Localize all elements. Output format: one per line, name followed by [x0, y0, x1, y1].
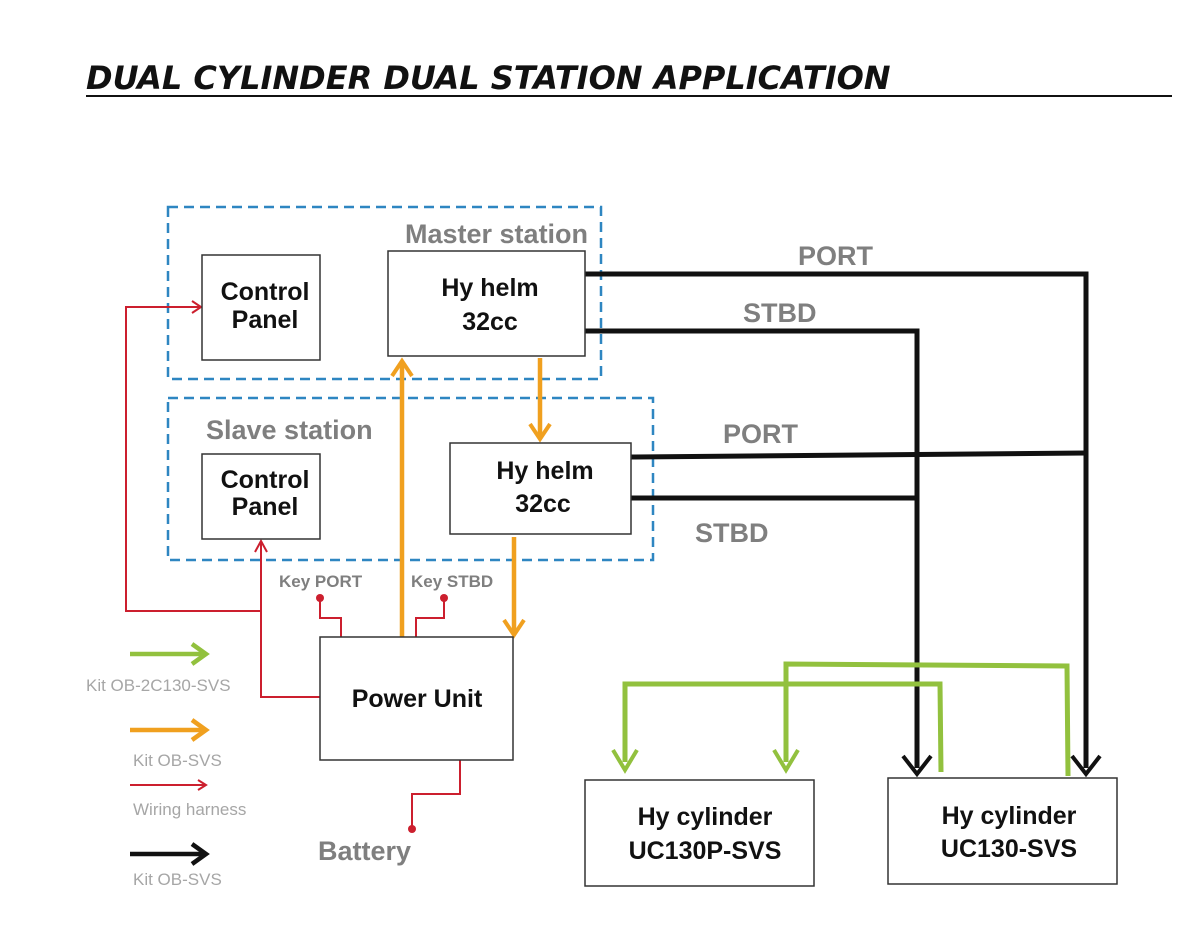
master-station-label: Master station — [405, 219, 588, 249]
green-arrowhead-right — [772, 748, 800, 774]
port-line-slave — [630, 450, 1087, 460]
key-port-terminal — [316, 594, 324, 602]
green-line-right — [783, 661, 1071, 777]
power-unit: Power Unit — [319, 636, 514, 761]
stbd-line-master — [585, 328, 920, 768]
control-panel-slave-line1: Control — [221, 466, 310, 494]
slave-station-box — [166, 396, 655, 562]
wire-key-stbd — [415, 598, 445, 637]
control-panel-master: Control Panel — [201, 254, 321, 361]
cylinder-stbd-line1: Hy cylinder — [942, 802, 1077, 830]
legend-label-red: Wiring harness — [133, 800, 246, 819]
key-port-label: Key PORT — [279, 572, 363, 591]
cylinder-stbd-line2: UC130-SVS — [941, 835, 1077, 863]
helm-slave: Hy helm 32cc — [449, 442, 632, 535]
legend-item-orange: Kit OB-SVS — [130, 718, 222, 770]
wire-to-slave-panel — [260, 543, 320, 698]
wire-arrowhead-master-panel — [191, 300, 203, 314]
master-station-box — [166, 205, 603, 381]
green-line-left — [622, 681, 944, 773]
control-panel-slave-line2: Panel — [232, 493, 299, 521]
port-label-master: PORT — [798, 241, 874, 271]
key-stbd-label: Key STBD — [411, 572, 493, 591]
legend-item-red: Wiring harness — [130, 779, 246, 819]
wire-key-port — [319, 598, 342, 637]
battery-label: Battery — [318, 836, 411, 866]
legend-label-black: Kit OB-SVS — [133, 870, 222, 889]
orange-hydraulic-lines — [390, 357, 552, 639]
control-panel-slave: Control Panel — [201, 453, 321, 540]
page-title: DUAL CYLINDER DUAL STATION APPLICATION — [86, 59, 891, 97]
control-panel-master-line1: Control — [221, 278, 310, 306]
green-cylinder-lines — [611, 661, 1071, 777]
green-arrowhead-left — [611, 748, 639, 774]
helm-master: Hy helm 32cc — [387, 250, 586, 357]
key-stbd-terminal — [440, 594, 448, 602]
wire-to-master-panel — [125, 306, 261, 612]
wire-arrowhead-slave-panel — [254, 538, 268, 553]
arrowhead-stbd-cylinder — [901, 754, 933, 778]
port-line-master — [585, 271, 1089, 768]
orange-arrowhead-master-helm — [390, 357, 414, 378]
legend-item-green: Kit OB-2C130-SVS — [86, 642, 231, 695]
arrowhead-port-cylinder — [1070, 754, 1102, 778]
cylinder-port-line1: Hy cylinder — [638, 803, 773, 831]
legend-item-black: Kit OB-SVS — [130, 842, 222, 889]
helm-master-line1: Hy helm — [441, 274, 538, 302]
power-unit-label: Power Unit — [352, 685, 483, 713]
black-hydraulic-lines — [585, 271, 1102, 778]
legend-label-green: Kit OB-2C130-SVS — [86, 676, 231, 695]
stbd-label-master: STBD — [743, 298, 817, 328]
battery-terminal — [408, 825, 416, 833]
cylinder-port: Hy cylinder UC130P-SVS — [584, 779, 815, 887]
stbd-label-slave: STBD — [695, 518, 769, 548]
helm-slave-line2: 32cc — [515, 490, 571, 518]
wire-battery — [411, 760, 461, 829]
helm-slave-line1: Hy helm — [496, 457, 593, 485]
helm-master-line2: 32cc — [462, 308, 518, 336]
wiring-harness-lines — [125, 300, 461, 829]
cylinder-stbd: Hy cylinder UC130-SVS — [887, 777, 1118, 885]
orange-arrowhead-slave-helm — [528, 422, 552, 443]
orange-arrowhead-power-unit — [502, 618, 526, 639]
slave-station-label: Slave station — [206, 415, 373, 445]
control-panel-master-line2: Panel — [232, 306, 299, 334]
cylinder-port-line2: UC130P-SVS — [629, 837, 782, 865]
port-label-slave: PORT — [723, 419, 799, 449]
legend: Kit OB-2C130-SVS Kit OB-SVS Wiring harne… — [86, 642, 246, 889]
legend-label-orange: Kit OB-SVS — [133, 751, 222, 770]
